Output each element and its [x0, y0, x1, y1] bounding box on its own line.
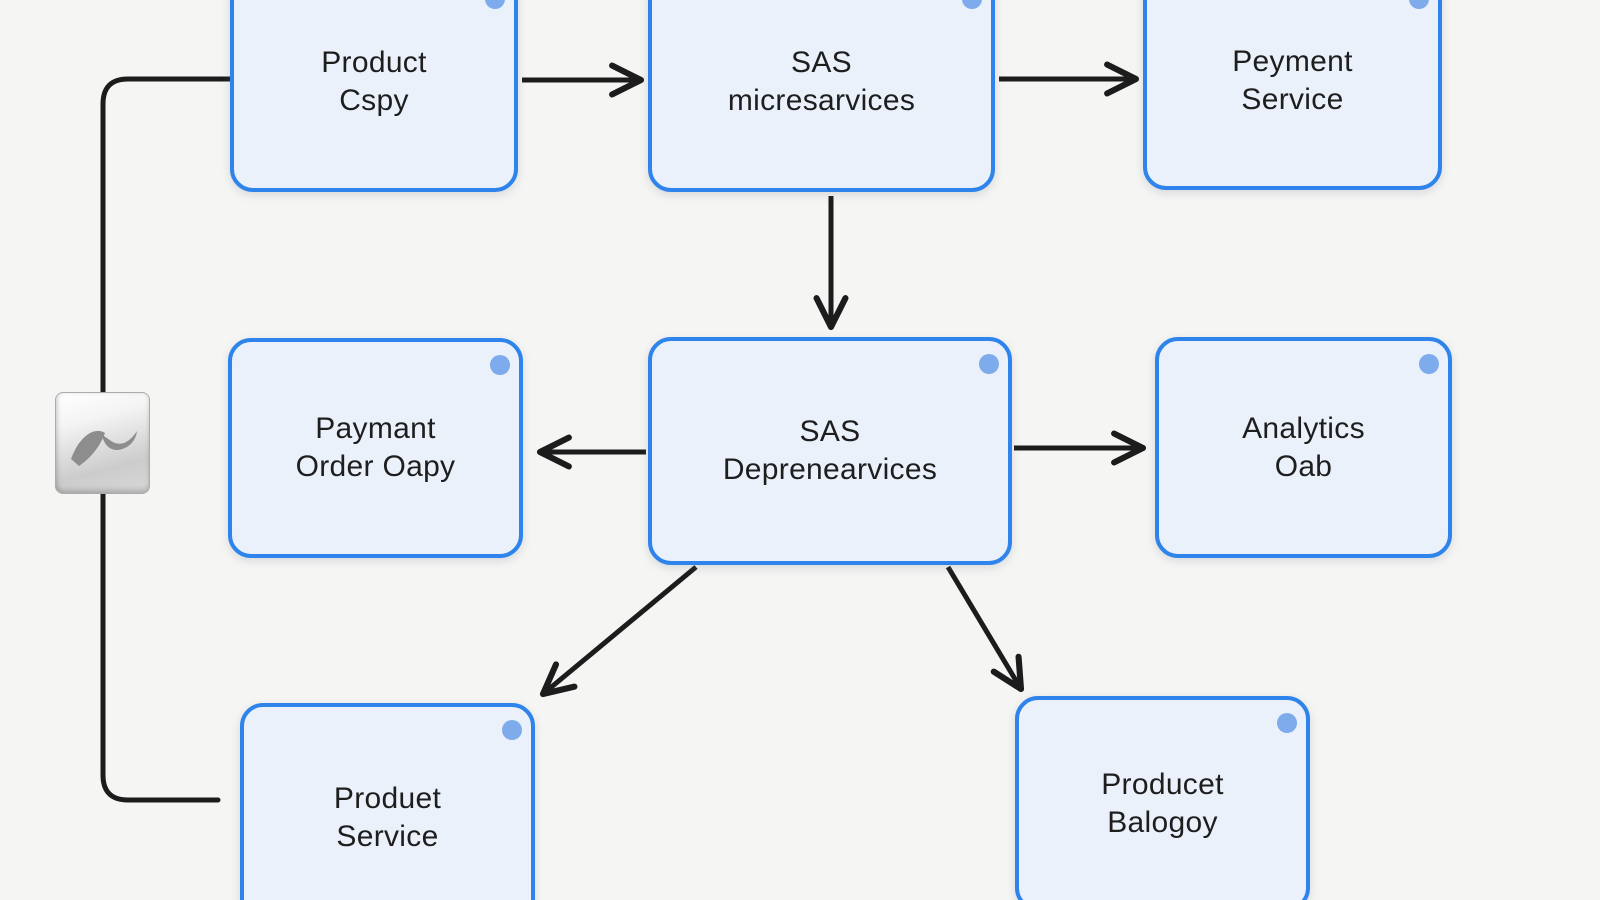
corner-dot: [502, 720, 522, 740]
corner-dot: [490, 355, 510, 375]
node-label: Peyment Service: [1232, 45, 1353, 116]
node-label: Producet Balogoy: [1101, 767, 1224, 839]
node-label: Analytics Oab: [1242, 411, 1365, 483]
node-sas-depservices: SAS Deprenearvices: [648, 337, 1012, 565]
wave-glyph: [71, 430, 137, 466]
corner-dot: [1277, 713, 1297, 733]
node-product-copy: Product Cspy: [230, 0, 518, 192]
node-label: SAS Deprenearvices: [722, 415, 938, 486]
corner-dot: [962, 0, 982, 9]
corner-dot: [979, 354, 999, 374]
wave-icon: [55, 392, 150, 494]
node-product-service: Produet Service: [240, 703, 535, 900]
corner-dot: [1419, 354, 1439, 374]
corner-dot: [1409, 0, 1429, 9]
node-label: Paymant Order Oapy: [295, 412, 456, 483]
node-payment-service: Peyment Service: [1143, 0, 1442, 190]
node-label: SAS micresarvices: [727, 46, 916, 117]
edge-sas-depservices-to-product-catalog: [945, 565, 1025, 693]
corner-dot: [485, 0, 505, 9]
node-analytics-dab: Analytics Oab: [1155, 337, 1452, 558]
node-label: Product Cspy: [321, 46, 427, 117]
node-product-catalog: Producet Balogoy: [1015, 696, 1310, 900]
node-sas-microservices: SAS micresarvices: [648, 0, 995, 192]
node-label: Produet Service: [333, 782, 442, 853]
edge-sas-depservices-to-product-service: [539, 565, 698, 698]
node-payment-order-copy: Paymant Order Oapy: [228, 338, 523, 558]
